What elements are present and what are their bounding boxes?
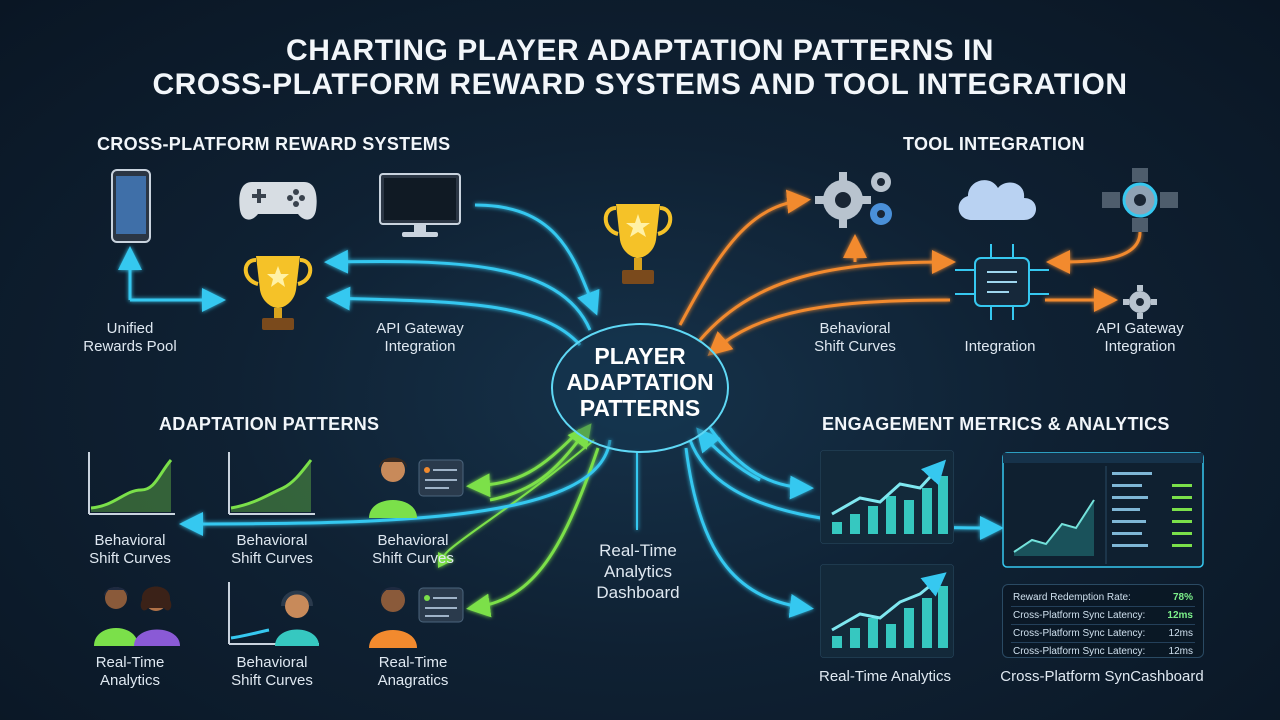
section-reward-systems: CROSS-PLATFORM REWARD SYSTEMS (97, 134, 451, 154)
section-tool-integration: TOOL INTEGRATION (903, 134, 1085, 154)
sync-dashboard-panel (1002, 452, 1204, 568)
behavioral-curve-icon (228, 452, 315, 515)
cloud-icon (958, 180, 1036, 220)
analyst-avatar-icon (369, 457, 464, 518)
label-realtime-dashboard: Real-Time Analytics Dashboard (596, 541, 680, 602)
engagement-bar-chart (820, 450, 954, 544)
stat-row: Cross-Platform Sync Latency:12ms (1011, 607, 1195, 625)
arrow-center-to-chip (698, 250, 956, 341)
stat-row: Cross-Platform Sync Latency:12ms (1011, 625, 1195, 643)
engagement-bar-chart (820, 564, 954, 658)
arrow-monitor-to-center (474, 203, 600, 316)
gamepad-icon (239, 182, 317, 220)
gears-icon (815, 172, 892, 228)
smartphone-icon (111, 169, 151, 243)
presenter-avatar-icon (369, 587, 464, 648)
arrow-center-to-a1 (179, 439, 612, 536)
arrow-chip-to-center (707, 298, 951, 356)
arrow-center-to-trophy-top (324, 249, 592, 331)
page-title-line2: CROSS-PLATFORM REWARD SYSTEMS AND TOOL I… (152, 68, 1128, 101)
page-title-line1: CHARTING PLAYER ADAPTATION PATTERNS IN (286, 34, 994, 67)
stat-row: Cross-Platform Sync Latency:12ms (1013, 646, 1193, 657)
arrow-center-to-chart2 (684, 447, 814, 618)
section-engagement-metrics: ENGAGEMENT METRICS & ANALYTICS (822, 414, 1170, 434)
stats-panel: Reward Redemption Rate:78% Cross-Platfor… (1002, 584, 1204, 658)
integration-chip-icon (955, 244, 1049, 320)
label-sync-dashboard: Cross-Platform SynCashboard (1000, 668, 1204, 685)
gear-icon (1123, 285, 1157, 319)
section-adaptation-patterns: ADAPTATION PATTERNS (159, 414, 380, 434)
stat-row: Reward Redemption Rate:78% (1011, 589, 1195, 607)
arrow-api-to-chip (1046, 231, 1142, 274)
monitor-icon (379, 173, 461, 237)
arrow-center-to-b3 (466, 447, 600, 618)
behavioral-curve-icon (88, 452, 175, 515)
team-avatars-icon (94, 586, 180, 646)
arrow-a3-to-center (489, 423, 592, 502)
arrow-center-to-a3 (466, 428, 582, 498)
behavioral-curve-icon (228, 582, 319, 646)
arrow-center-to-trophy-bottom (326, 286, 582, 346)
arrow-chart1-to-center (696, 427, 761, 482)
arrow-center-to-b-mid (437, 439, 595, 568)
center-label: PLAYER ADAPTATION PATTERNS (566, 343, 714, 421)
trophy-icon (243, 256, 313, 330)
label-realtime-analytics: Real-Time Analytics (819, 668, 951, 685)
api-hub-icon (1102, 168, 1178, 232)
label-integration: Integration (964, 338, 1036, 355)
trophy-icon (603, 204, 673, 284)
arrow-center-to-gears (678, 189, 811, 326)
center-node (551, 323, 729, 453)
